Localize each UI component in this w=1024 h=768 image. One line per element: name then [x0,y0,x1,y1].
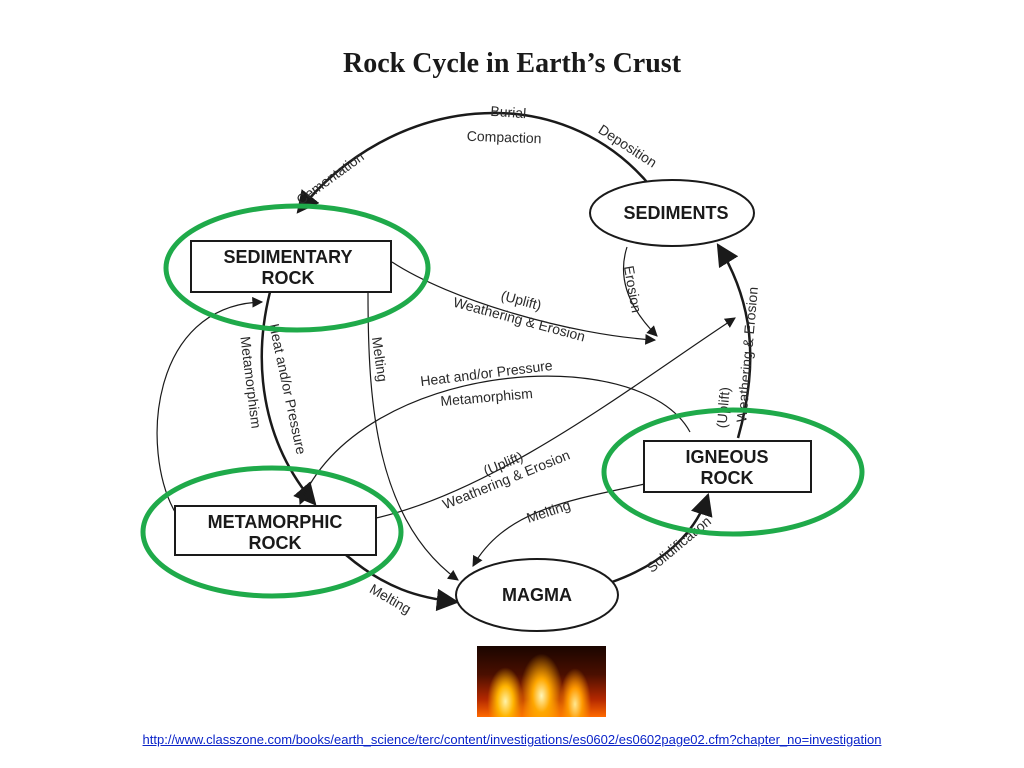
arrow-sedimentary-to-sediments [391,261,657,345]
node-igneous-label-line1: IGNEOUS [685,447,768,467]
label-erosion-sediments: Erosion [621,264,645,314]
fire-image [477,646,606,717]
node-metamorphic-label-line1: METAMORPHIC [208,512,343,532]
label-melting-sedimentary: Melting [369,336,391,383]
node-sedimentary-rock: SEDIMENTARY ROCK [190,240,392,293]
node-sedimentary-label-line2: ROCK [262,268,315,288]
label-cementation: Cementation [293,148,367,208]
node-metamorphic-rock: METAMORPHIC ROCK [174,505,377,556]
arrow-igneous-to-metamorphic [298,375,691,505]
node-sedimentary-label-line1: SEDIMENTARY [223,247,352,267]
arrow-magma-to-igneous [611,492,713,584]
highlight-oval-metamorphic [140,465,404,599]
source-link[interactable]: http://www.classzone.com/books/earth_sci… [142,732,882,747]
label-compaction: Compaction [467,128,542,147]
arrow-metamorphic-to-sediments [375,317,736,519]
node-magma-label: MAGMA [502,585,572,605]
label-burial: Burial [490,103,527,121]
label-heat-pressure-middle: Heat and/or Pressure [419,357,553,389]
arrow-igneous-to-magma [472,483,646,567]
node-sediments-label: SEDIMENTS [623,203,728,223]
arrow-metamorphic-to-magma [345,554,460,612]
node-metamorphic-label-line2: ROCK [249,533,302,553]
arrow-sediments-to-sedimentary [296,111,653,214]
arrow-sedimentary-to-magma [367,292,459,581]
arrow-metamorphic-to-sedimentary [156,296,264,513]
node-magma: MAGMA [455,558,619,632]
node-igneous-rock: IGNEOUS ROCK [643,440,812,493]
highlight-oval-igneous [601,407,865,537]
label-heat-pressure-vertical: Heat and/or Pressure [266,322,309,456]
highlight-oval-sedimentary [163,203,431,333]
label-weathering-right: Weathering & Erosion [733,286,761,423]
arrow-sediments-to-magma [622,246,658,337]
highlight-ovals [140,203,865,599]
node-igneous-label-line2: ROCK [701,468,754,488]
label-metamorphism-vertical: Metamorphism [237,335,264,429]
slide-title: Rock Cycle in Earth’s Crust [342,48,682,79]
arrow-sedimentary-to-metamorphic [260,291,317,506]
label-melting-igneous: Melting [525,497,573,526]
node-sediments: SEDIMENTS [589,179,755,247]
label-uplift-right: (Uplift) [713,386,733,428]
